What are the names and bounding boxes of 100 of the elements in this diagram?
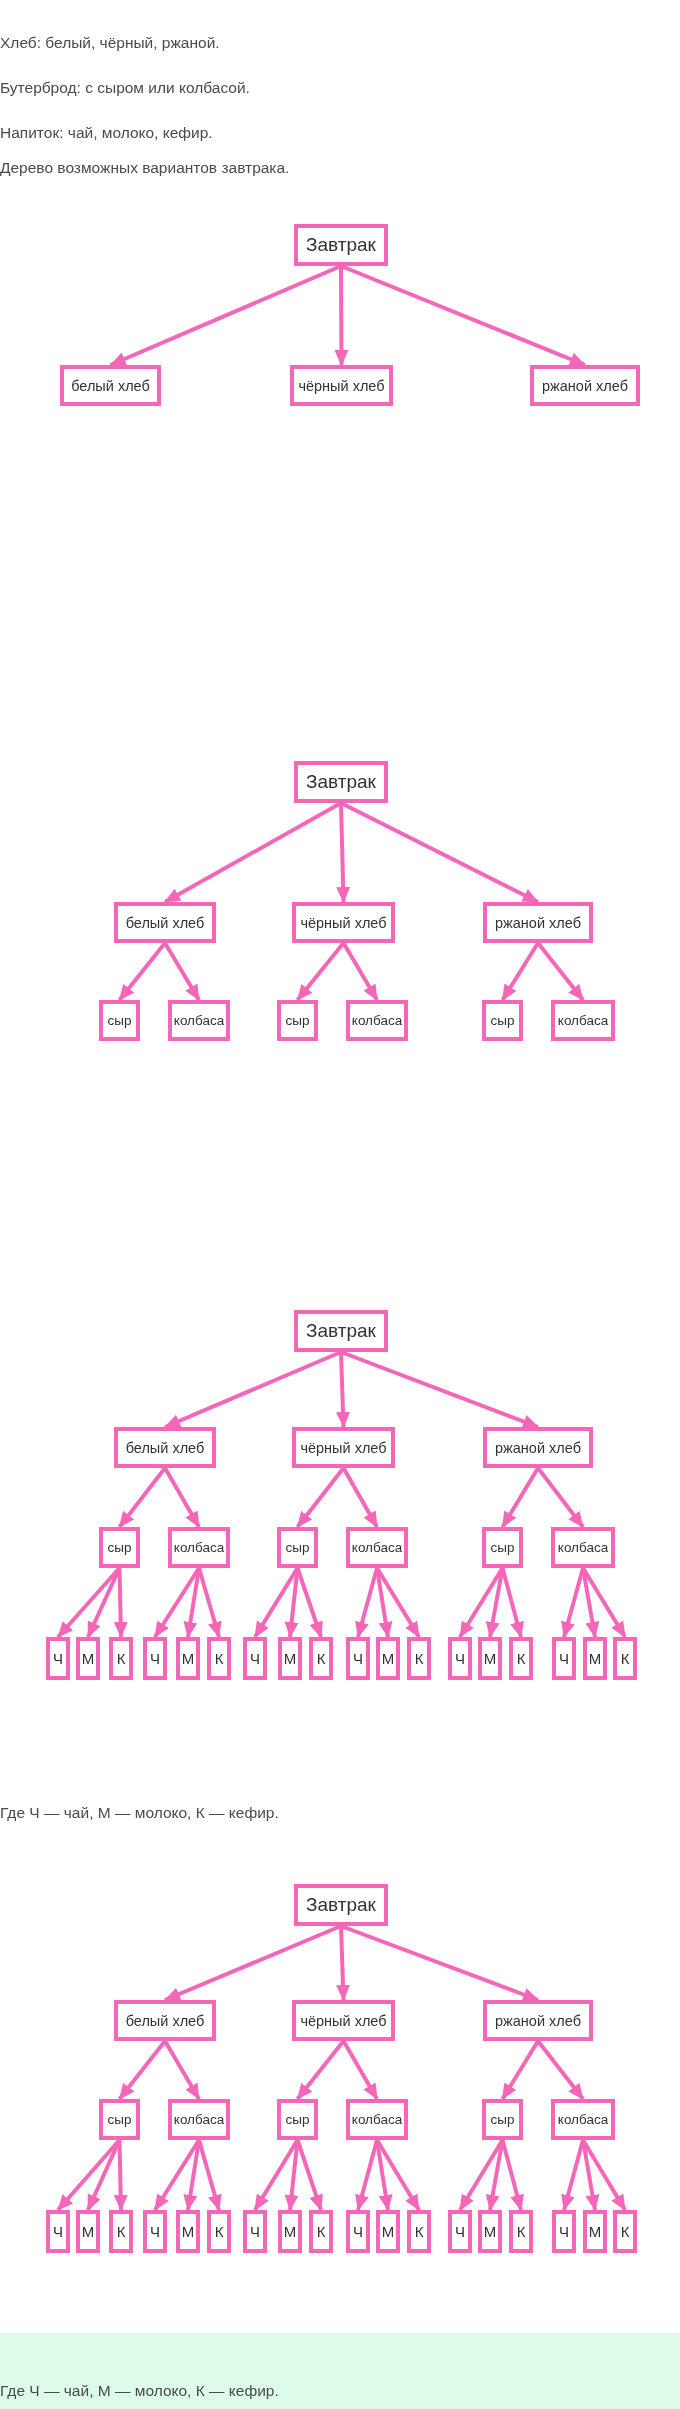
- node-label: Ч: [250, 1650, 260, 1667]
- arrow: [561, 2139, 585, 2211]
- tree-node-box: [613, 1637, 637, 1680]
- arrow: [117, 2039, 167, 2101]
- tree-node-box: [114, 2000, 216, 2041]
- tree-node-box: [482, 1527, 523, 1568]
- arrow: [163, 941, 201, 1002]
- task-text: Бутерброд: с сыром или колбасой.: [0, 78, 250, 98]
- arrow: [164, 1350, 342, 1429]
- node-label: М: [483, 2223, 497, 2240]
- node-label: К: [116, 1650, 126, 1667]
- arrow: [341, 1467, 379, 1528]
- arrow: [334, 266, 349, 366]
- node-label: белый хлеб: [125, 1439, 205, 1456]
- node-label: ржаной хлеб: [495, 2012, 581, 2029]
- tree-node-box: [478, 1637, 502, 1680]
- arrow: [163, 1467, 201, 1528]
- tree-node-box: [346, 1527, 408, 1568]
- arrow: [197, 1567, 222, 1638]
- arrow: [561, 1567, 585, 1638]
- tree-node-box: [76, 2210, 100, 2253]
- arrow: [163, 2040, 201, 2100]
- tree-node-box: [483, 902, 593, 943]
- node-label: Ч: [353, 1650, 363, 1667]
- tree-node-box: [176, 2210, 200, 2253]
- node-label: К: [116, 2223, 126, 2240]
- node-label: ржаной хлеб: [495, 914, 581, 931]
- arrow: [295, 2139, 323, 2211]
- tree-node-box: [143, 2210, 167, 2253]
- node-label: сыр: [107, 1540, 132, 1555]
- node-label: Ч: [559, 1650, 569, 1667]
- arrow: [295, 1466, 346, 1529]
- node-label: чёрный хлеб: [300, 914, 387, 931]
- arrow: [109, 264, 342, 367]
- tree-node-box: [277, 1527, 318, 1568]
- node-label: чёрный хлеб: [300, 1439, 387, 1456]
- arrow: [164, 1924, 342, 2002]
- tree-node-box: [294, 1884, 388, 1926]
- tree-node-box: [114, 902, 216, 943]
- arrow: [355, 1567, 379, 1638]
- tree-node-box: [552, 2210, 576, 2253]
- node-label: сыр: [285, 1540, 310, 1555]
- tree-node-box: [60, 365, 161, 406]
- node-label: К: [620, 1650, 630, 1667]
- node-label: Ч: [150, 2223, 160, 2240]
- node-label: Ч: [53, 1650, 63, 1667]
- tree-node-box: [448, 1637, 472, 1680]
- node-label: К: [516, 1650, 526, 1667]
- node-label: М: [588, 2223, 602, 2240]
- node-label: сыр: [107, 2112, 132, 2127]
- tree-node-box: [207, 1637, 231, 1680]
- tree-node-box: [346, 2099, 408, 2140]
- arrow: [197, 2139, 222, 2211]
- tree-node-box: [552, 1637, 576, 1680]
- node-label: сыр: [107, 1013, 132, 1028]
- node-label: Завтрак: [306, 234, 376, 256]
- tree-node-box: [46, 1637, 70, 1680]
- arrow: [117, 1466, 167, 1529]
- arrow: [536, 1466, 585, 1529]
- node-label: колбаса: [173, 2112, 225, 2127]
- arrow: [336, 1351, 350, 1428]
- arrow: [536, 941, 585, 1002]
- node-label: К: [414, 1650, 424, 1667]
- node-label: Ч: [150, 1650, 160, 1667]
- node-label: К: [516, 2223, 526, 2240]
- tree-node-box: [109, 2210, 133, 2253]
- tree-node-box: [376, 2210, 400, 2253]
- tree-node-box: [530, 365, 640, 406]
- node-label: М: [283, 1650, 297, 1667]
- task-text: Напиток: чай, молоко, кефир.: [0, 123, 213, 143]
- tree-node-box: [482, 1000, 523, 1041]
- tree-node-box: [168, 1527, 230, 1568]
- tree-node-box: [583, 2210, 607, 2253]
- arrow: [500, 941, 540, 1002]
- node-label: колбаса: [557, 2112, 609, 2127]
- arrow: [340, 264, 586, 367]
- arrow: [336, 802, 351, 903]
- arrow: [500, 1567, 524, 1638]
- tree-node-box: [509, 2210, 533, 2253]
- node-label: колбаса: [173, 1540, 225, 1555]
- node-label: М: [483, 1650, 497, 1667]
- tree-node-box: [292, 1427, 395, 1468]
- tree-node-box: [207, 2210, 231, 2253]
- node-label: сыр: [490, 1013, 515, 1028]
- node-label: Завтрак: [306, 1894, 376, 1916]
- arrow: [295, 2039, 346, 2101]
- tree-node-box: [243, 1637, 267, 1680]
- tree-node-box: [482, 2099, 523, 2140]
- node-label: К: [620, 2223, 630, 2240]
- task-text: Хлеб: белый, чёрный, ржаной.: [0, 33, 220, 53]
- arrow: [164, 801, 342, 904]
- arrow: [295, 941, 346, 1002]
- tree-node-box: [376, 1637, 400, 1680]
- node-label: белый хлеб: [125, 2012, 205, 2029]
- node-label: колбаса: [351, 1013, 403, 1028]
- node-label: чёрный хлеб: [298, 377, 385, 394]
- tree-node-box: [551, 1000, 615, 1041]
- node-label: М: [381, 2223, 395, 2240]
- node-label: К: [414, 2223, 424, 2240]
- tree-node-box: [168, 2099, 230, 2140]
